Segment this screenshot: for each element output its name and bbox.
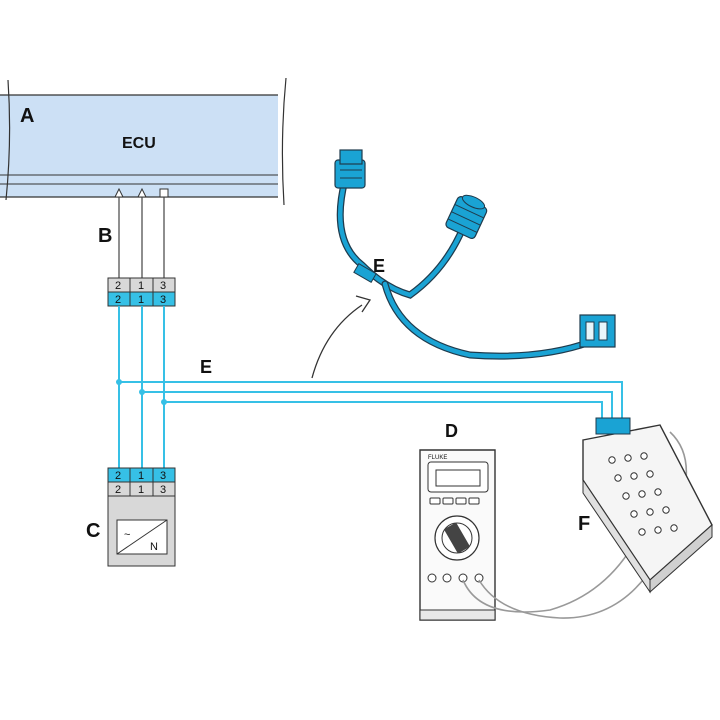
- arrow-to-cable: [311, 295, 372, 379]
- cable-plug-3: [579, 314, 616, 348]
- harness-e-wires: [118, 306, 623, 468]
- meter-letter: D: [445, 421, 458, 441]
- breakout-sockets: [608, 452, 678, 536]
- connector-top-pin-upper-1: 2: [115, 280, 121, 292]
- breakout-connector: [595, 417, 631, 435]
- cable-letter-mid: E: [200, 357, 212, 377]
- connector-bottom-pin-upper-3: 3: [160, 470, 166, 482]
- sensor-n-symbol: N: [150, 541, 158, 553]
- lead-b-wires: [118, 197, 165, 278]
- meter-brand: FLUKE: [428, 455, 447, 461]
- connector-top-pin-lower-2: 1: [138, 294, 144, 306]
- connector-top-pin-lower-3: 3: [160, 294, 166, 306]
- connector-top-pin-upper-2: 1: [138, 280, 144, 292]
- connector-bottom: 2 1 3 2 1 3: [107, 467, 176, 497]
- meter-jacks: [427, 573, 484, 583]
- lead-letter: B: [98, 225, 112, 247]
- meter-dial-pointer: [444, 523, 470, 553]
- ecu-name: ECU: [122, 135, 156, 152]
- connector-bottom-pin-upper-2: 1: [138, 470, 144, 482]
- ecu-letter: A: [20, 105, 34, 127]
- cable-plug-1: [334, 149, 366, 189]
- connector-top: 2 1 3 2 1 3: [107, 277, 176, 307]
- cable-e-illustration: [334, 149, 616, 360]
- connector-bottom-pin-lower-2: 1: [138, 484, 144, 496]
- breakout-box-f: [582, 417, 713, 594]
- meter-buttons: [429, 497, 480, 505]
- wire-junction-dots: [116, 379, 167, 405]
- sensor-letter: C: [86, 520, 100, 542]
- sensor-wave-symbol: ~: [124, 529, 130, 541]
- connector-bottom-pin-upper-1: 2: [115, 470, 121, 482]
- connector-bottom-pin-lower-3: 3: [160, 484, 166, 496]
- ecu-block: A ECU: [0, 77, 287, 206]
- connector-bottom-pin-lower-1: 2: [115, 484, 121, 496]
- ecu-terminal-square: [159, 188, 169, 198]
- multimeter-d: FLUKE: [419, 449, 496, 621]
- breakout-letter: F: [578, 513, 590, 535]
- connector-top-pin-upper-3: 3: [160, 280, 166, 292]
- cable-plug-2: [445, 194, 488, 239]
- connector-top-pin-lower-1: 2: [115, 294, 121, 306]
- cable-letter-top: E: [373, 256, 385, 276]
- sensor-c: ~ N: [107, 495, 176, 567]
